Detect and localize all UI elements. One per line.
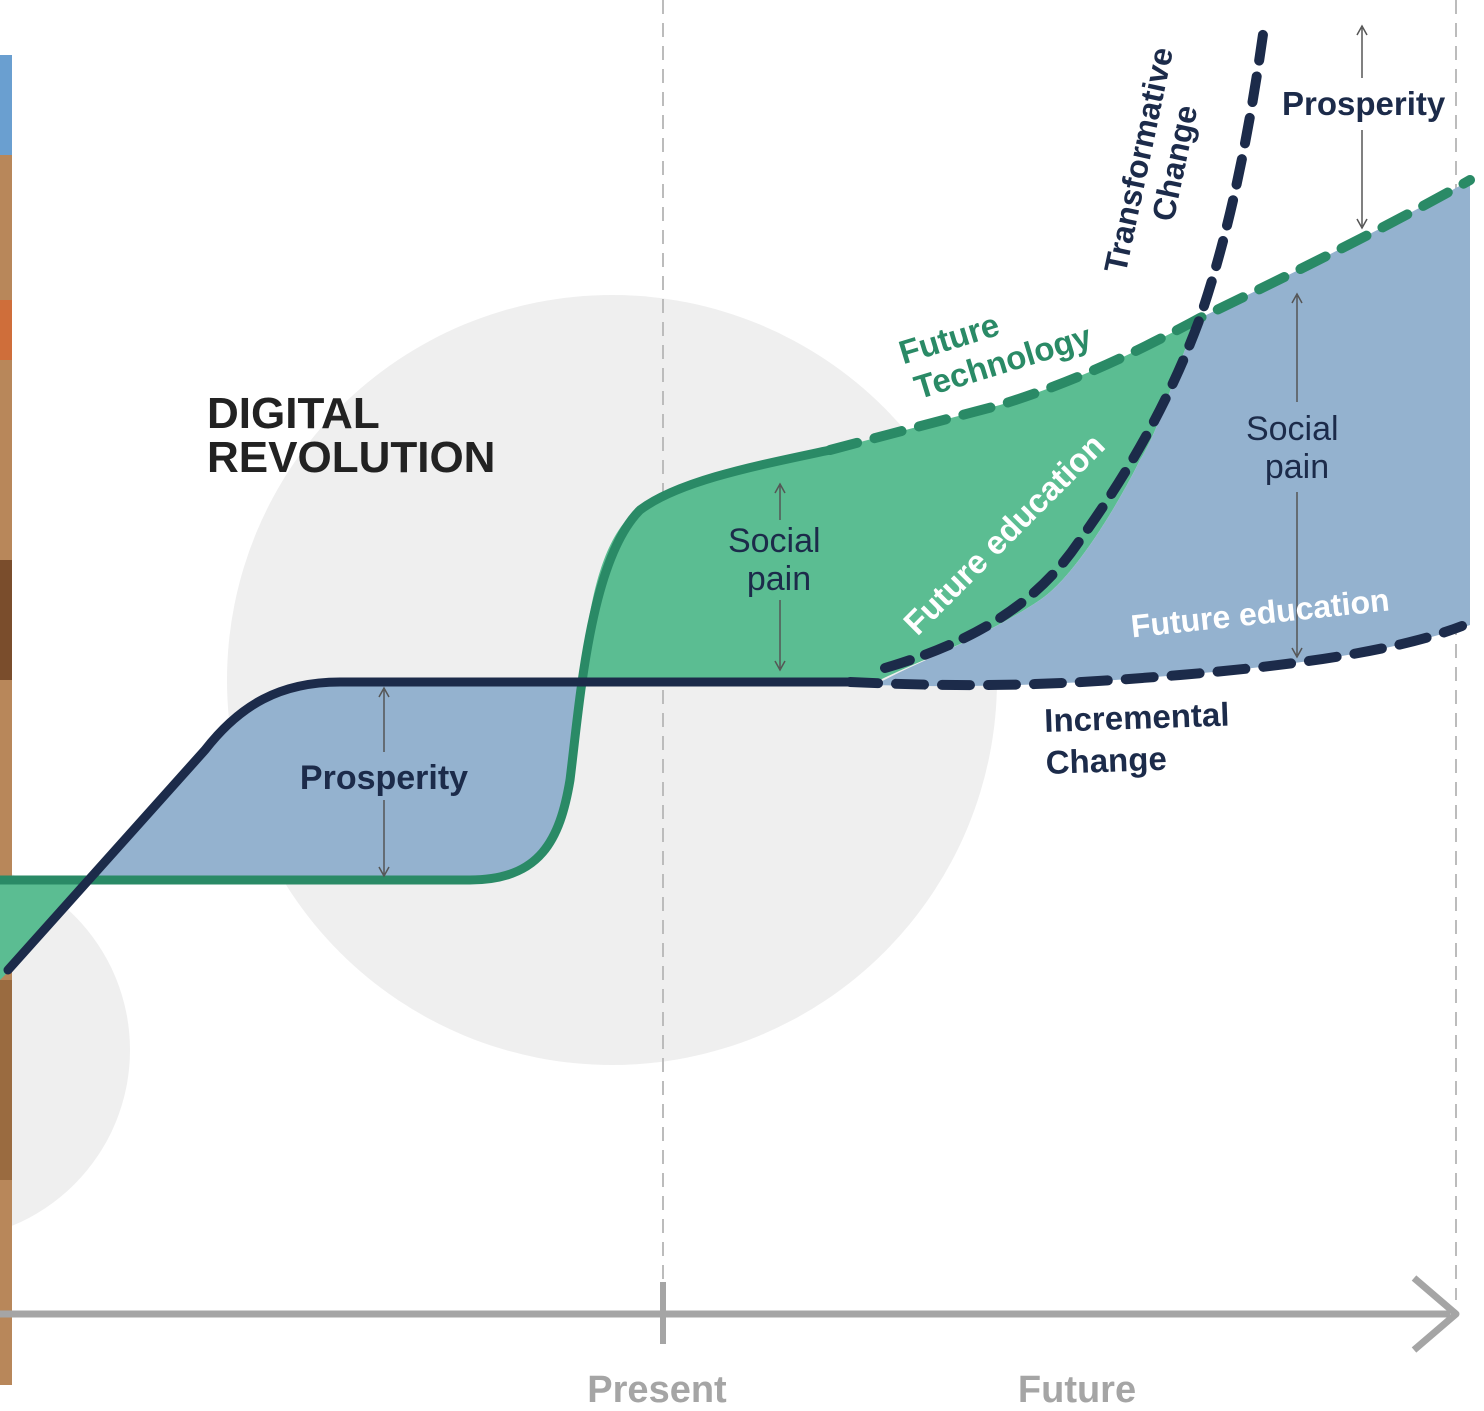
prosperity-left-label: Prosperity bbox=[300, 759, 468, 797]
technology-curve-solid bbox=[0, 445, 835, 885]
prosperity-left-measure bbox=[378, 686, 390, 878]
incremental-change-dashed bbox=[845, 621, 1467, 691]
axis-present-label: Present bbox=[587, 1369, 727, 1411]
prosperity-right-label: Prosperity bbox=[1282, 85, 1446, 122]
social-pain-fill-right bbox=[875, 180, 1470, 687]
transformative-change-label: Transformative Change bbox=[1097, 35, 1217, 283]
education-curve-solid bbox=[3, 677, 855, 975]
axis-arrowhead-icon bbox=[1411, 1275, 1460, 1353]
social-pain-fill-mid bbox=[580, 318, 1200, 685]
prosperity-fill-left bbox=[90, 682, 580, 880]
background-circle-left bbox=[0, 869, 130, 1231]
axis-future-label: Future bbox=[1018, 1369, 1136, 1411]
future-education-dashed bbox=[880, 15, 1270, 673]
social-pain-right-measure bbox=[1291, 292, 1303, 659]
era-label: DIGITAL REVOLUTION bbox=[207, 389, 495, 482]
time-axis bbox=[0, 1275, 1460, 1353]
photo-strip bbox=[0, 55, 12, 1385]
social-pain-mid-label: Social pain bbox=[728, 522, 830, 598]
incremental-change-label: Incremental Change bbox=[1044, 695, 1241, 781]
prosperity-right-measure bbox=[1356, 24, 1368, 230]
social-pain-mid-measure bbox=[774, 482, 786, 672]
social-pain-right-label: Social pain bbox=[1246, 410, 1348, 486]
